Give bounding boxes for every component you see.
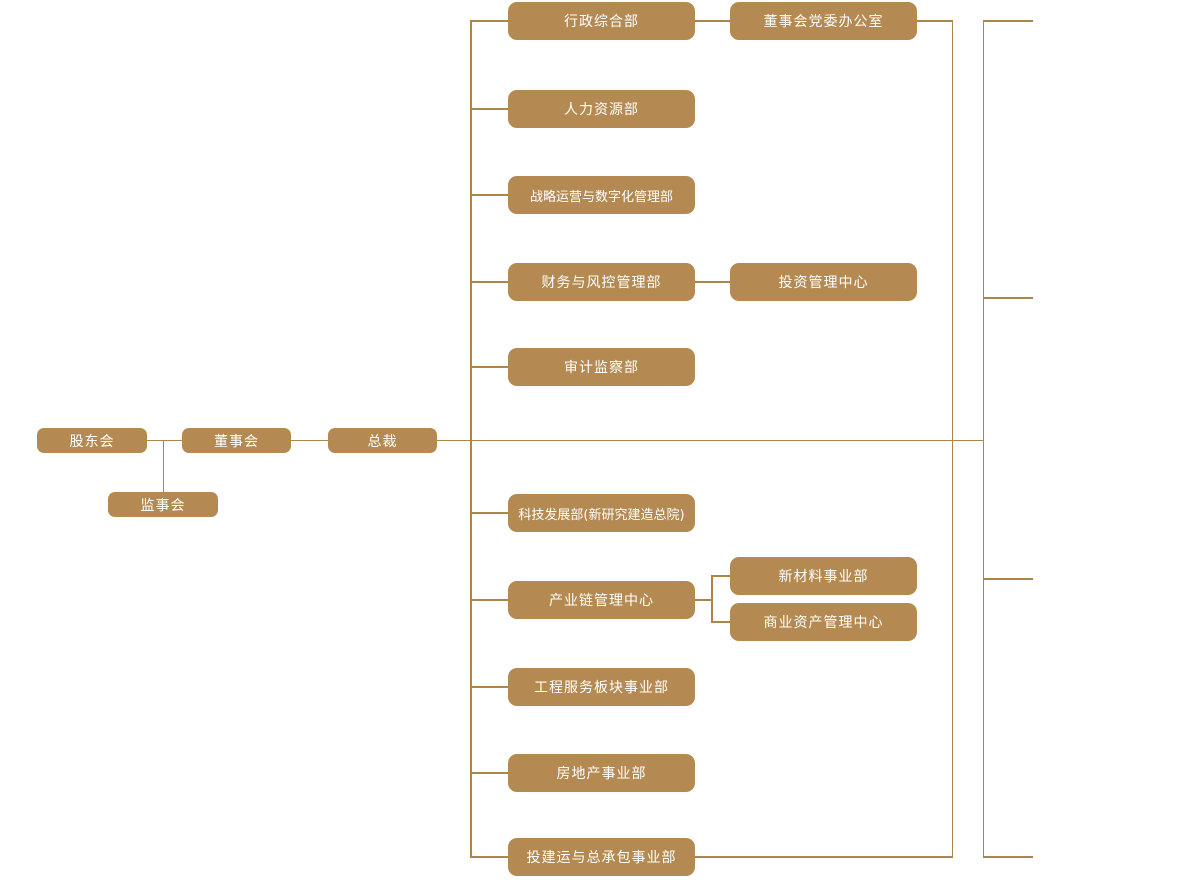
connector-line (471, 281, 508, 283)
connector-line (695, 599, 713, 601)
node-commercial-asset-center: 商业资产管理中心 (730, 603, 917, 641)
node-epc-division: 投建运与总承包事业部 (508, 838, 695, 876)
connector-line (471, 772, 508, 774)
connector-line (983, 20, 1033, 22)
node-board-party-committee-office: 董事会党委办公室 (730, 2, 917, 40)
connector-line (471, 512, 508, 514)
connector-line (983, 856, 1033, 858)
connector-line (712, 621, 732, 623)
connector-line (711, 575, 713, 623)
connector-line (471, 366, 508, 368)
node-industry-chain-center: 产业链管理中心 (508, 581, 695, 619)
connector-line (291, 439, 328, 442)
connector-line (471, 194, 508, 196)
node-admin-general-dept: 行政综合部 (508, 2, 695, 40)
node-new-materials-division: 新材料事业部 (730, 557, 917, 595)
node-engineering-service-division: 工程服务板块事业部 (508, 668, 695, 706)
node-shareholders-meeting: 股东会 (37, 428, 147, 453)
connector-line (983, 578, 1033, 580)
connector-line (471, 856, 508, 858)
connector-line (951, 20, 954, 858)
node-president: 总裁 (328, 428, 437, 453)
connector-line (916, 20, 953, 22)
node-strategy-digital-dept: 战略运营与数字化管理部 (508, 176, 695, 214)
connector-line (437, 439, 984, 442)
node-supervisory-board: 监事会 (108, 492, 218, 517)
connector-line (983, 297, 1033, 299)
connector-line (471, 108, 508, 110)
connector-line (712, 575, 732, 577)
node-hr-dept: 人力资源部 (508, 90, 695, 128)
connector-line (162, 440, 165, 492)
node-audit-supervision-dept: 审计监察部 (508, 348, 695, 386)
node-real-estate-division: 房地产事业部 (508, 754, 695, 792)
node-tech-development-dept: 科技发展部(新研究建造总院) (508, 494, 695, 532)
connector-line (695, 856, 953, 858)
connector-line (471, 20, 508, 22)
connector-line (471, 599, 508, 601)
connector-line (695, 20, 730, 22)
connector-line (471, 686, 508, 688)
connector-line (982, 20, 985, 858)
node-finance-risk-dept: 财务与风控管理部 (508, 263, 695, 301)
node-investment-mgmt-center: 投资管理中心 (730, 263, 917, 301)
node-board-of-directors: 董事会 (182, 428, 291, 453)
connector-line (695, 281, 730, 283)
connector-line (470, 20, 472, 858)
